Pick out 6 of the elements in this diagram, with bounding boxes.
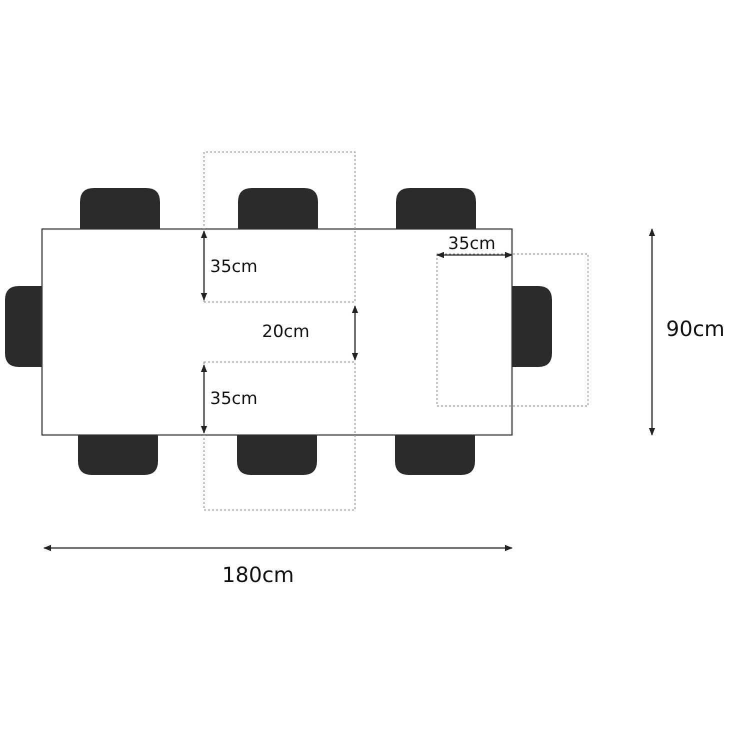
dimension-label: 20cm: [262, 324, 310, 341]
dimension-label: 180cm: [222, 565, 294, 586]
dimension-label: 35cm: [448, 236, 496, 253]
dimension-label: 35cm: [210, 391, 258, 408]
dimension-label: 90cm: [666, 319, 725, 340]
dimension-label: 35cm: [210, 259, 258, 276]
